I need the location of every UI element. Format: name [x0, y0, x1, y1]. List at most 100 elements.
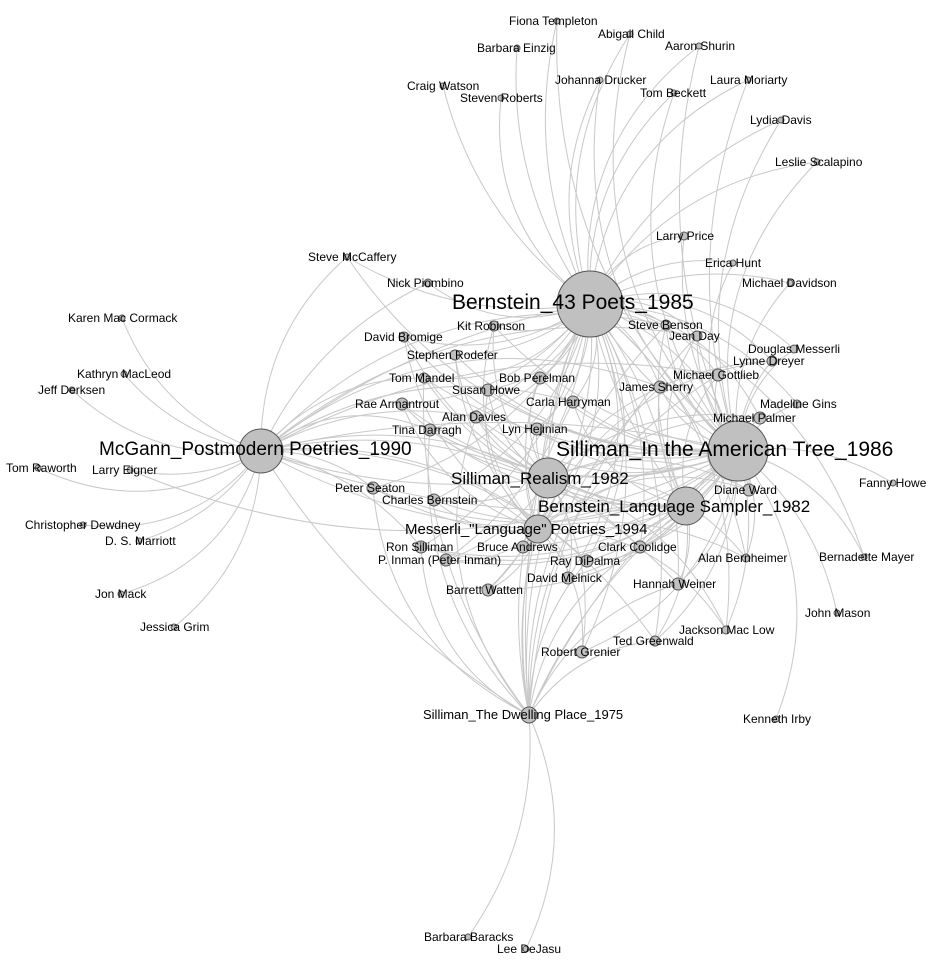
- steven-roberts-node[interactable]: [497, 94, 505, 102]
- tina-darragh-node[interactable]: [423, 423, 437, 437]
- ron-silliman-node[interactable]: [414, 540, 428, 554]
- diane-ward-node[interactable]: [742, 483, 756, 497]
- ted-greenwald-node[interactable]: [649, 635, 661, 647]
- barbara-einzig-node[interactable]: [513, 44, 521, 52]
- lyn-hejinian-node[interactable]: [530, 422, 544, 436]
- edge: [456, 416, 530, 716]
- steve-mccaffery-label: Steve McCaffery: [308, 250, 396, 264]
- fiona-templeton-node[interactable]: [553, 17, 561, 25]
- karen-mac-cormack-node[interactable]: [118, 314, 126, 322]
- kenneth-irby-node[interactable]: [772, 715, 780, 723]
- robert-grenier-label: Robert Grenier: [541, 645, 620, 659]
- michael-gottlieb-node[interactable]: [711, 368, 725, 382]
- edge: [544, 20, 591, 305]
- mcgann-hub-node[interactable]: [238, 428, 284, 474]
- craig-watson-node[interactable]: [439, 82, 447, 90]
- bruce-andrews-label: Bruce Andrews: [477, 540, 558, 554]
- edge: [260, 415, 431, 452]
- robert-grenier-node[interactable]: [575, 645, 589, 659]
- ray-dipalma-node[interactable]: [580, 554, 594, 568]
- susan-howe-node[interactable]: [481, 383, 495, 397]
- rae-armantrout-node[interactable]: [395, 397, 409, 411]
- laura-moriarty-node[interactable]: [744, 76, 752, 84]
- edge: [260, 450, 530, 716]
- barbara-baracks-label: Barbara Baracks: [424, 930, 513, 944]
- bob-perelman-node[interactable]: [533, 371, 547, 385]
- barbara-baracks-node[interactable]: [464, 933, 472, 941]
- lee-dejasu-node[interactable]: [522, 945, 530, 953]
- mcgann-hub-label: McGann_Postmodern Poetries_1990: [99, 439, 412, 460]
- barrett-watten-node[interactable]: [481, 583, 495, 597]
- jon-mack-node[interactable]: [117, 590, 125, 598]
- p-inman-label: P. Inman (Peter Inman): [378, 553, 501, 567]
- charles-bernstein-node[interactable]: [427, 493, 441, 507]
- david-bromige-node[interactable]: [398, 331, 410, 343]
- lydia-davis-node[interactable]: [777, 116, 785, 124]
- james-sherry-node[interactable]: [653, 380, 667, 394]
- steve-mccaffery-node[interactable]: [343, 253, 351, 261]
- node-layer: [34, 17, 897, 953]
- douglas-messerli-node[interactable]: [789, 344, 799, 354]
- aaron-shurin-node[interactable]: [695, 42, 703, 50]
- bernstein43-hub-node[interactable]: [556, 270, 624, 338]
- dwelling-hub-node[interactable]: [520, 706, 538, 724]
- john-mason-node[interactable]: [833, 609, 841, 617]
- michael-davidson-node[interactable]: [786, 279, 794, 287]
- alan-davies-node[interactable]: [469, 410, 483, 424]
- christopher-dewdney-node[interactable]: [79, 521, 87, 529]
- abigail-child-node[interactable]: [626, 30, 634, 38]
- larry-price-label: Larry Price: [656, 229, 714, 243]
- michael-palmer-node[interactable]: [753, 411, 767, 425]
- david-melnick-node[interactable]: [561, 571, 575, 585]
- edge: [737, 450, 798, 720]
- d-s-marriott-node[interactable]: [135, 537, 143, 545]
- jackson-mac-low-node[interactable]: [721, 625, 731, 635]
- jean-day-node[interactable]: [691, 330, 703, 342]
- edge: [433, 450, 739, 523]
- clark-coolidge-node[interactable]: [633, 540, 647, 554]
- larry-eigner-node[interactable]: [126, 466, 134, 474]
- p-inman-node[interactable]: [439, 553, 453, 567]
- edge: [487, 450, 739, 591]
- erica-hunt-node[interactable]: [729, 259, 737, 267]
- carla-harryman-node[interactable]: [566, 395, 580, 409]
- jessica-grim-node[interactable]: [170, 623, 178, 631]
- leslie-scalapino-node[interactable]: [813, 158, 821, 166]
- johanna-drucker-node[interactable]: [596, 76, 604, 84]
- edge: [589, 79, 749, 305]
- tom-beckett-node[interactable]: [670, 89, 678, 97]
- kit-robinson-node[interactable]: [488, 320, 500, 332]
- jeff-derksen-node[interactable]: [68, 386, 76, 394]
- tom-raworth-node[interactable]: [34, 464, 42, 472]
- kathryn-macleod-node[interactable]: [120, 370, 128, 378]
- bruce-andrews-node[interactable]: [516, 540, 530, 554]
- edge: [260, 449, 656, 642]
- barrett-watten-label: Barrett Watten: [446, 583, 523, 597]
- stephen-rodefer-node[interactable]: [449, 349, 461, 361]
- larry-price-node[interactable]: [679, 231, 689, 241]
- david-bromige-label: David Bromige: [364, 330, 443, 344]
- peter-seaton-node[interactable]: [366, 481, 380, 495]
- alan-bernheimer-node[interactable]: [741, 553, 751, 563]
- carla-harryman-label: Carla Harryman: [526, 395, 611, 409]
- edge: [260, 282, 429, 452]
- bernadette-mayer-node[interactable]: [860, 553, 868, 561]
- madeline-gins-label: Madeline Gins: [760, 397, 837, 411]
- lee-dejasu-label: Lee DeJasu: [497, 942, 561, 956]
- bernadette-mayer-label: Bernadette Mayer: [819, 550, 914, 564]
- jessica-grim-label: Jessica Grim: [140, 620, 209, 634]
- steve-benson-node[interactable]: [660, 319, 672, 331]
- silliman-realism-hub-node[interactable]: [527, 457, 569, 499]
- tom-mandel-node[interactable]: [418, 372, 430, 384]
- johanna-drucker-label: Johanna Drucker: [555, 73, 646, 87]
- tom-raworth-label: Tom Raworth: [6, 461, 77, 475]
- lynne-dreyer-node[interactable]: [766, 355, 778, 367]
- hannah-weiner-node[interactable]: [671, 577, 685, 591]
- bernstein-sampler-hub-node[interactable]: [666, 486, 706, 526]
- nick-piombino-node[interactable]: [423, 278, 433, 288]
- fanny-howe-node[interactable]: [889, 479, 897, 487]
- madeline-gins-node[interactable]: [792, 399, 802, 409]
- silliman-tree-hub-node[interactable]: [707, 420, 769, 482]
- messerli-hub-node[interactable]: [523, 514, 553, 544]
- edge: [581, 303, 627, 653]
